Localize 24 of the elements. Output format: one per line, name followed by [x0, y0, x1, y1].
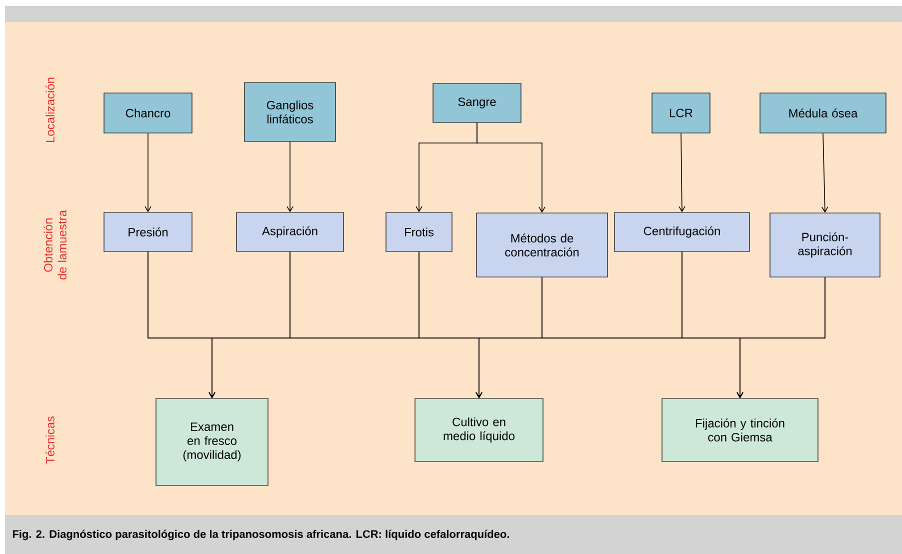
process-box: Aspiración	[236, 212, 344, 252]
row-label: Técnicas	[46, 416, 54, 464]
process-box: Ganglios linfáticos	[244, 82, 336, 142]
process-box: Sangre	[432, 83, 522, 123]
connector-arrow	[144, 132, 152, 212]
connector-arrow	[678, 132, 686, 212]
process-box: Cultivo en medio líquido	[414, 398, 544, 462]
process-box: Frotis	[386, 212, 452, 252]
process-box: LCR	[652, 92, 710, 134]
connector-arrow	[476, 122, 546, 213]
process-box: Punción-aspiración	[770, 212, 880, 278]
caption: Fig. 2. Diagnóstico parasitológico de la tripanosomosis africana. LCR: líquido cefalorraquídeo.	[12, 530, 509, 540]
process-box: Métodos de concentración	[476, 212, 608, 278]
connector-arrow	[286, 141, 294, 212]
process-box: Chancro	[104, 92, 192, 134]
process-box: Médula ósea	[760, 92, 886, 134]
row-label: Obtención de lamuestra	[44, 210, 66, 280]
process-box: Fijación y tinción con Giemsa	[662, 398, 818, 462]
connector-arrow	[821, 132, 828, 213]
process-box: Presión	[104, 212, 192, 252]
process-box: Examen en fresco (movilidad)	[156, 398, 268, 486]
process-box: Centrifugación	[614, 212, 750, 252]
row-label: Localización	[46, 78, 54, 142]
connector-arrow	[736, 276, 826, 398]
